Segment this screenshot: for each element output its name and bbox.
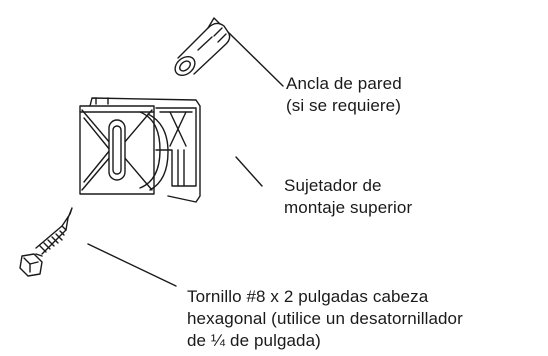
wall-anchor-part [174, 17, 231, 77]
bracket-leader-line [235, 156, 263, 187]
bracket-label-line-2: montaje superior [284, 198, 413, 217]
hex-screw-part [19, 207, 73, 277]
screw-label-line-1: Tornillo #8 x 2 pulgadas cabeza [187, 287, 429, 306]
bracket-label-line-1: Sujetador de [284, 176, 382, 195]
anchor-label: Ancla de pared (si se requiere) [286, 73, 402, 117]
screw-label-line-3: de ¼ de pulgada) [187, 331, 321, 350]
screw-label: Tornillo #8 x 2 pulgadas cabeza hexagona… [187, 286, 463, 352]
mounting-bracket-part [79, 97, 201, 203]
anchor-label-line-1: Ancla de pared [286, 74, 402, 93]
anchor-leader-line [227, 31, 284, 87]
bracket-label: Sujetador de montaje superior [284, 175, 412, 219]
screw-label-line-2: hexagonal (utilice un desatornillador [187, 309, 463, 328]
anchor-label-line-2: (si se requiere) [286, 96, 401, 115]
screw-leader-line [87, 243, 177, 287]
